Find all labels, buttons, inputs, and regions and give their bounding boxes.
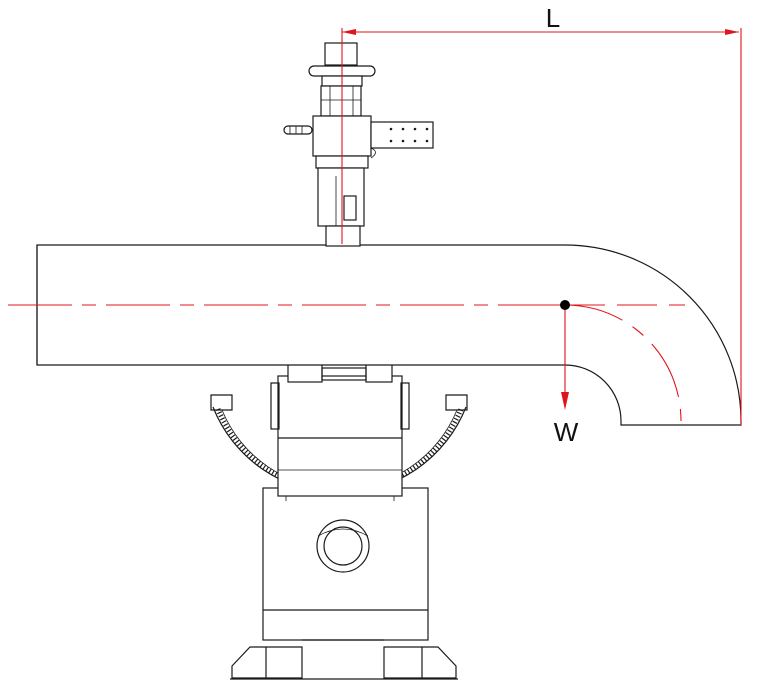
- chuck-head: [270, 355, 410, 501]
- length-label: L: [546, 3, 560, 33]
- torch-carriage: [283, 42, 434, 247]
- positioner-base: [230, 487, 458, 680]
- center-of-gravity-point: [560, 300, 570, 310]
- annotation-lines: [8, 28, 742, 425]
- weight-label: W: [554, 417, 579, 447]
